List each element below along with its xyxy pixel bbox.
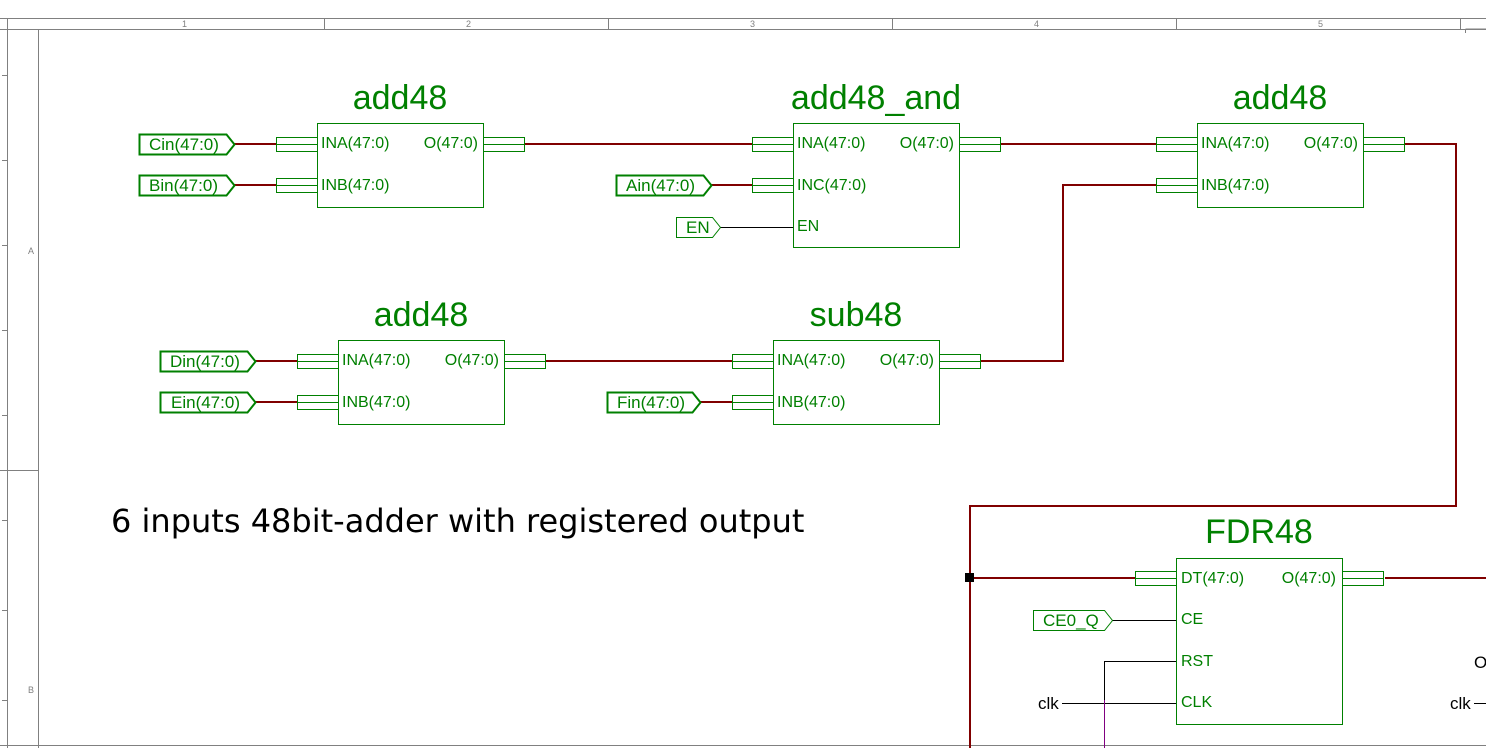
pin-inc: INC(47:0) (797, 177, 866, 194)
block-title: FDR48 (1205, 513, 1313, 551)
sheet-frame (0, 18, 1486, 748)
pin-inb: INB(47:0) (1201, 177, 1269, 194)
ruler-label-a: A (28, 246, 34, 256)
net-label-clk: clk (1038, 694, 1059, 713)
ruler-label-3: 3 (750, 19, 755, 29)
block-title: add48 (353, 79, 448, 117)
pin-inb: INB(47:0) (321, 177, 389, 194)
wire-rst (1104, 661, 1177, 748)
port-label: Din(47:0) (170, 352, 240, 371)
pin-ce: CE (1181, 611, 1203, 628)
port-cin[interactable]: Cin(47:0) (138, 133, 236, 156)
pin-en: EN (797, 218, 819, 235)
single-wires (720, 227, 1486, 748)
port-label: Bin(47:0) (149, 176, 218, 195)
pin-inb: INB(47:0) (777, 394, 845, 411)
pin-inb: INB(47:0) (342, 394, 410, 411)
pin-dt: DT(47:0) (1181, 570, 1244, 587)
port-din[interactable]: Din(47:0) (159, 350, 257, 373)
pin-ina: INA(47:0) (1201, 135, 1269, 152)
pin-out: O(47:0) (880, 352, 934, 369)
port-label: Cin(47:0) (149, 135, 219, 154)
net-label-o-partial: O (1474, 653, 1486, 672)
block-add48-and[interactable]: add48_and INA(47:0) INC(47:0) EN O(47:0) (752, 79, 1001, 248)
port-label: Fin(47:0) (617, 393, 685, 412)
ruler-label-4: 4 (1034, 19, 1039, 29)
net-label-clk-right: clk (1450, 694, 1471, 713)
pin-out: O(47:0) (424, 135, 478, 152)
pin-out: O(47:0) (1304, 135, 1358, 152)
bus-wires (234, 143, 1486, 748)
wire-sub-to-add3 (981, 184, 1156, 362)
block-add48-3[interactable]: add48 INA(47:0) INB(47:0) O(47:0) (1156, 79, 1405, 208)
ruler-label-2: 2 (466, 19, 471, 29)
frame-ticks (2, 75, 7, 701)
ruler-label-b: B (28, 685, 34, 695)
block-title: add48 (1233, 79, 1328, 117)
junction-dot (965, 573, 974, 582)
pin-ina: INA(47:0) (797, 135, 865, 152)
port-label: Ain(47:0) (626, 176, 695, 195)
port-label: Ein(47:0) (171, 393, 240, 412)
pin-ina: INA(47:0) (321, 135, 389, 152)
port-fin[interactable]: Fin(47:0) (606, 391, 702, 414)
block-title: add48_and (791, 79, 961, 117)
port-label: EN (686, 218, 710, 237)
block-title: add48 (374, 296, 469, 334)
block-title: sub48 (810, 296, 903, 334)
schematic-caption: 6 inputs 48bit-adder with registered out… (111, 502, 804, 540)
pin-clk: CLK (1181, 694, 1212, 711)
block-add48-2[interactable]: add48 INA(47:0) INB(47:0) O(47:0) (297, 296, 546, 425)
pin-rst: RST (1181, 653, 1213, 670)
ruler-label-1: 1 (182, 19, 187, 29)
block-add48-1[interactable]: add48 INA(47:0) INB(47:0) O(47:0) (276, 79, 525, 208)
pin-out: O(47:0) (1282, 570, 1336, 587)
pin-out: O(47:0) (445, 352, 499, 369)
pin-out: O(47:0) (900, 135, 954, 152)
pin-ina: INA(47:0) (342, 352, 410, 369)
block-sub48[interactable]: sub48 INA(47:0) INB(47:0) O(47:0) (732, 296, 981, 425)
port-ce0-q[interactable]: CE0_Q (1033, 610, 1114, 631)
port-en[interactable]: EN (676, 217, 722, 238)
port-ain[interactable]: Ain(47:0) (615, 174, 713, 197)
block-fdr48[interactable]: FDR48 DT(47:0) CE RST CLK O(47:0) (1135, 513, 1384, 725)
ruler-label-5: 5 (1318, 19, 1323, 29)
port-label: CE0_Q (1043, 611, 1099, 630)
wire-add3-to-fdr (969, 143, 1457, 748)
pin-ina: INA(47:0) (777, 352, 845, 369)
port-bin[interactable]: Bin(47:0) (138, 174, 236, 197)
port-ein[interactable]: Ein(47:0) (159, 391, 257, 414)
